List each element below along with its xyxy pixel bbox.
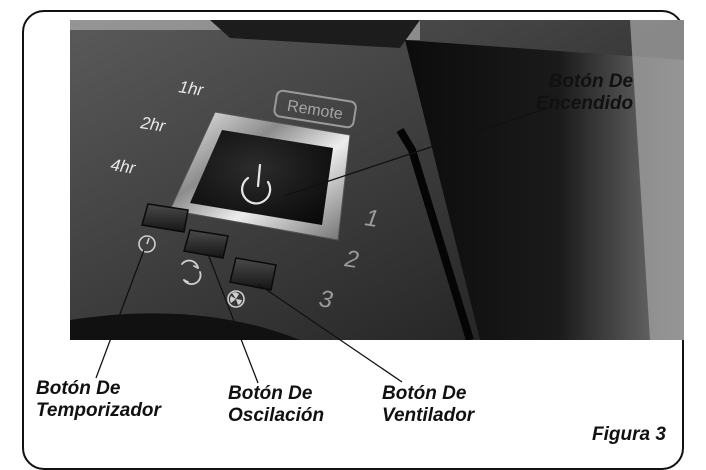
panel-seam xyxy=(396,127,474,340)
power-button[interactable] xyxy=(169,111,351,241)
timer-option-4hr: 4hr xyxy=(109,155,138,178)
oscillation-label-line-1: Botón De xyxy=(228,383,313,404)
power-button-face xyxy=(190,130,333,225)
timer-option-2hr: 2hr xyxy=(138,113,168,136)
right-side-panel xyxy=(405,40,684,340)
fan-label-line-1: Botón De xyxy=(382,383,467,404)
leader-power xyxy=(283,107,549,197)
timer-label-line-1: Botón De xyxy=(36,378,121,399)
fan-button-label: Botón De Ventilador xyxy=(382,383,474,427)
oscillation-button-label: Botón De Oscilación xyxy=(228,383,324,427)
power-label-line-1: Botón De xyxy=(548,71,634,92)
timer-option-1hr: 1hr xyxy=(177,77,206,100)
oscillation-icon xyxy=(181,259,202,285)
speed-level-1: 1 xyxy=(363,204,380,233)
power-icon xyxy=(241,163,272,205)
timer-button[interactable] xyxy=(141,203,189,233)
leader-fan xyxy=(257,283,403,383)
silver-edge xyxy=(630,20,684,340)
panel-bottom-edge xyxy=(70,313,300,340)
figure-caption: Figura 3 xyxy=(592,424,666,445)
remote-badge: Remote xyxy=(273,89,357,129)
fan-label-line-2: Ventilador xyxy=(382,405,475,426)
speed-level-2: 2 xyxy=(342,245,360,274)
timer-label-line-2: Temporizador xyxy=(36,400,161,421)
leader-timer xyxy=(95,249,145,379)
leader-oscillation xyxy=(207,253,259,384)
speed-level-3: 3 xyxy=(317,285,335,314)
control-panel-photo: Remote 1hr 2hr 4hr 1 2 3 xyxy=(70,20,684,384)
top-edge xyxy=(210,20,420,48)
oscillation-button[interactable] xyxy=(183,229,229,259)
fan-button[interactable] xyxy=(229,257,277,291)
power-button-label: Botón De Encendido xyxy=(536,71,633,115)
power-label-line-2: Encendido xyxy=(536,93,634,114)
oscillation-label-line-2: Oscilación xyxy=(228,405,325,426)
timer-button-label: Botón De Temporizador xyxy=(36,378,161,422)
fan-icon xyxy=(227,290,245,308)
timer-icon xyxy=(138,235,156,253)
